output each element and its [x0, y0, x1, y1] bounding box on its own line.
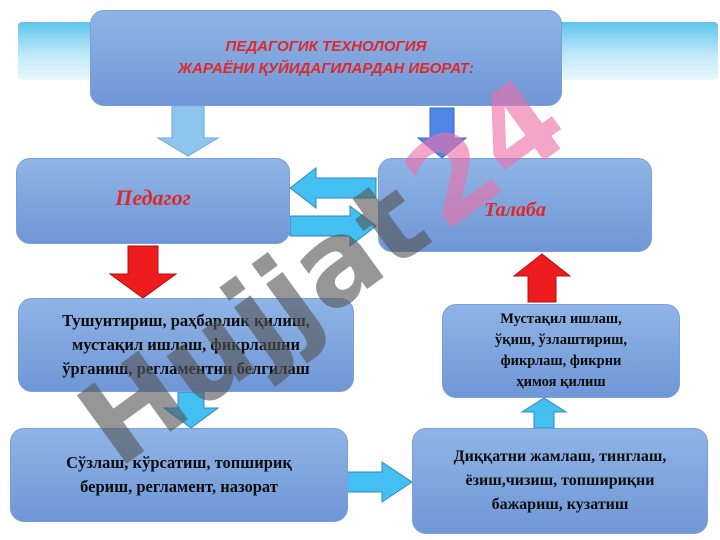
arrow-actions-to-tasks	[162, 391, 220, 429]
arrow-header-to-talaba	[416, 107, 468, 159]
teacher-actions-box: Тушунтириш, раҳбарлик қилиш, мустақил иш…	[18, 298, 354, 392]
student-tasks-box: Диққатни жамлаш, тинглаш, ёзиш,чизиш, то…	[412, 428, 708, 534]
student-actions-line-4: ҳимоя қилиш	[516, 374, 606, 390]
teacher-actions-line-2: мустақил ишлаш, фикрлашни	[71, 335, 301, 354]
student-actions-line-1: Мустақил ишлаш,	[500, 311, 622, 327]
watermark-text: Hujjat24	[55, 52, 591, 493]
talaba-label: Талаба	[484, 198, 546, 221]
pedagog-label: Педагог	[115, 185, 191, 210]
student-actions-box: Мустақил ишлаш, ўқиш, ўзлаштириш, фикрла…	[442, 304, 680, 398]
teacher-tasks-line-2: бериш, регламент, назорат	[80, 477, 278, 496]
pedagog-box: Педагог	[16, 158, 290, 244]
arrow-pedagog-to-talaba	[289, 204, 377, 248]
arrow-student-actions-to-talaba	[512, 253, 572, 303]
talaba-box: Талаба	[378, 158, 652, 252]
teacher-actions-line-3: ўрганиш, регламентни белгилаш	[62, 359, 310, 378]
header-box: ПЕДАГОГИК ТЕХНОЛОГИЯ ЖАРАЁНИ ҚУЙИДАГИЛАР…	[90, 10, 562, 106]
arrow-header-to-pedagog	[156, 105, 220, 157]
student-tasks-line-3: бажариш, кузатиш	[491, 496, 629, 513]
student-actions-line-2: ўқиш, ўзлаштириш,	[495, 332, 627, 348]
header-line-1: ПЕДАГОГИК ТЕХНОЛОГИЯ	[225, 38, 427, 55]
teacher-tasks-line-1: Сўзлаш, кўрсатиш, топшириқ	[66, 453, 292, 472]
student-tasks-line-2: ёзиш,чизиш, топшириқни	[465, 472, 655, 489]
teacher-actions-line-1: Тушунтириш, раҳбарлик қилиш,	[62, 311, 310, 330]
arrow-talaba-to-pedagog	[289, 166, 377, 210]
arrow-pedagog-to-actions	[108, 245, 178, 299]
student-tasks-line-1: Диққатни жамлаш, тинглаш,	[453, 448, 667, 465]
student-actions-line-3: фикрлаш, фикрни	[500, 353, 622, 369]
arrow-student-tasks-to-actions	[520, 397, 568, 429]
teacher-tasks-box: Сўзлаш, кўрсатиш, топшириқ бериш, реглам…	[10, 428, 348, 522]
header-line-2: ЖАРАЁНИ ҚУЙИДАГИЛАРДАН ИБОРАТ:	[178, 60, 474, 77]
